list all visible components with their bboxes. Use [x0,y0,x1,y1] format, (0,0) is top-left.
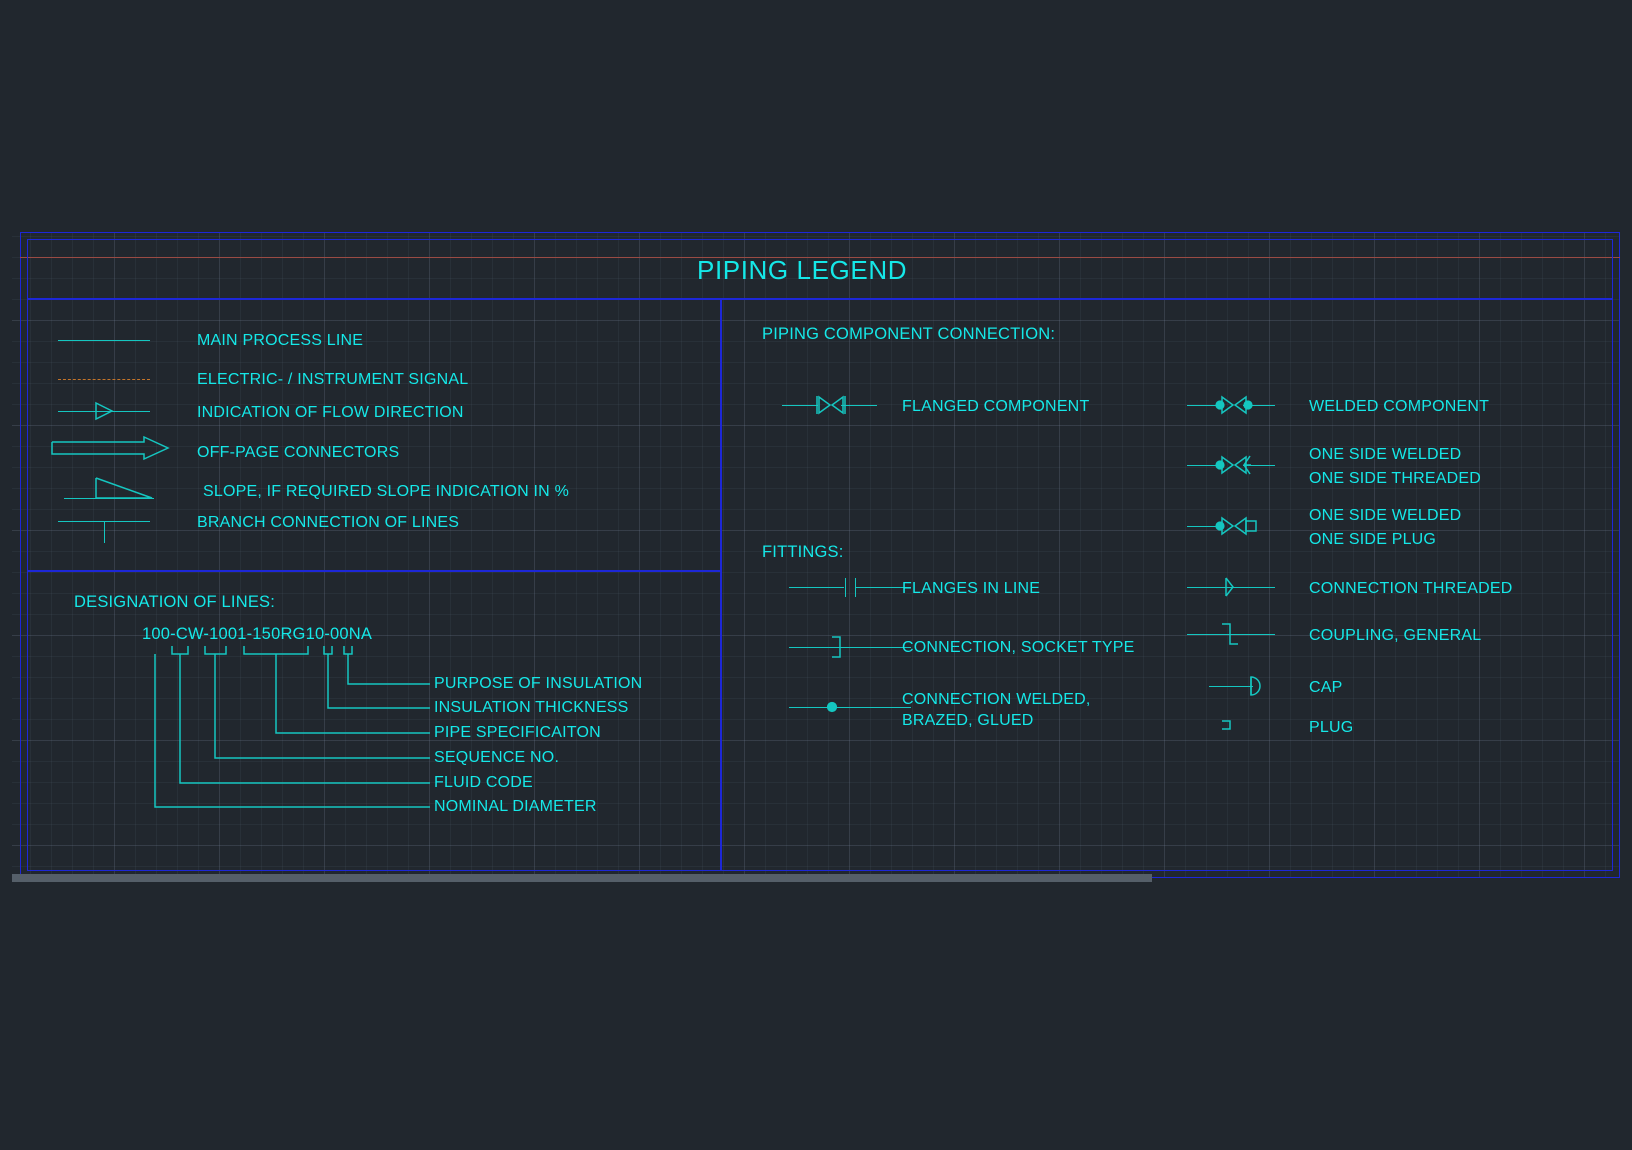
designation-panel [27,571,721,871]
grid-mask-bottom [0,878,1632,1150]
fitting-label-socket-type: CONNECTION, SOCKET TYPE [902,639,1135,656]
title-red-rule [20,257,1620,258]
fitting-label-coupling: COUPLING, GENERAL [1309,627,1482,644]
component-label-welded-threaded-2: ONE SIDE THREADED [1309,470,1482,487]
designation-callout-5: NOMINAL DIAMETER [434,798,597,815]
component-label-welded: WELDED COMPONENT [1309,398,1490,415]
line-type-label-2: INDICATION OF FLOW DIRECTION [197,404,464,421]
fitting-label-connection-threaded: CONNECTION THREADED [1309,580,1513,597]
line-type-label-0: MAIN PROCESS LINE [197,332,364,349]
component-connection-heading: PIPING COMPONENT CONNECTION: [762,325,1056,343]
title-block-frame [27,239,1613,299]
fitting-label-welded-1: CONNECTION WELDED, [902,691,1091,708]
component-label-flanged: FLANGED COMPONENT [902,398,1090,415]
fitting-label-welded-2: BRAZED, GLUED [902,712,1034,729]
component-label-welded-plug-1: ONE SIDE WELDED [1309,507,1462,524]
designation-callout-0: PURPOSE OF INSULATION [434,675,643,692]
designation-heading: DESIGNATION OF LINES: [74,593,276,611]
designation-callout-2: PIPE SPECIFICAITON [434,724,601,741]
fitting-label-plug: PLUG [1309,719,1354,736]
line-type-label-5: BRANCH CONNECTION OF LINES [197,514,460,531]
component-label-welded-plug-2: ONE SIDE PLUG [1309,531,1437,548]
components-panel [721,299,1613,871]
fittings-heading: FITTINGS: [762,543,844,561]
grid-mask-top [0,0,1632,232]
line-types-panel [27,299,721,571]
designation-callout-1: INSULATION THICKNESS [434,699,629,716]
designation-tag-code: 100-CW-1001-150RG10-00NA [142,625,373,643]
grid-mask-left [0,232,12,878]
line-type-label-4: SLOPE, IF REQUIRED SLOPE INDICATION IN % [203,483,569,500]
grid-mask-right [1620,232,1632,878]
page-title: PIPING LEGEND [697,255,908,285]
designation-callout-4: FLUID CODE [434,774,533,791]
designation-leader-lines [154,654,430,808]
fitting-label-cap: CAP [1309,679,1343,696]
fitting-label-flanges-in-line: FLANGES IN LINE [902,580,1041,597]
line-type-label-1: ELECTRIC- / INSTRUMENT SIGNAL [197,371,469,388]
designation-callout-3: SEQUENCE NO. [434,749,560,766]
component-label-welded-threaded-1: ONE SIDE WELDED [1309,446,1462,463]
status-bar [12,874,1152,882]
line-type-label-3: OFF-PAGE CONNECTORS [197,444,400,461]
